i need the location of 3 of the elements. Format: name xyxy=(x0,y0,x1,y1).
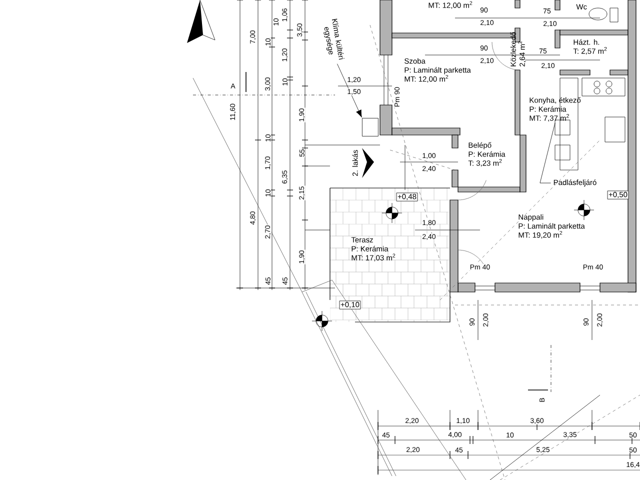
leader-line xyxy=(337,64,362,118)
outdoor-unit-box xyxy=(362,118,378,136)
leader-line xyxy=(540,122,556,184)
